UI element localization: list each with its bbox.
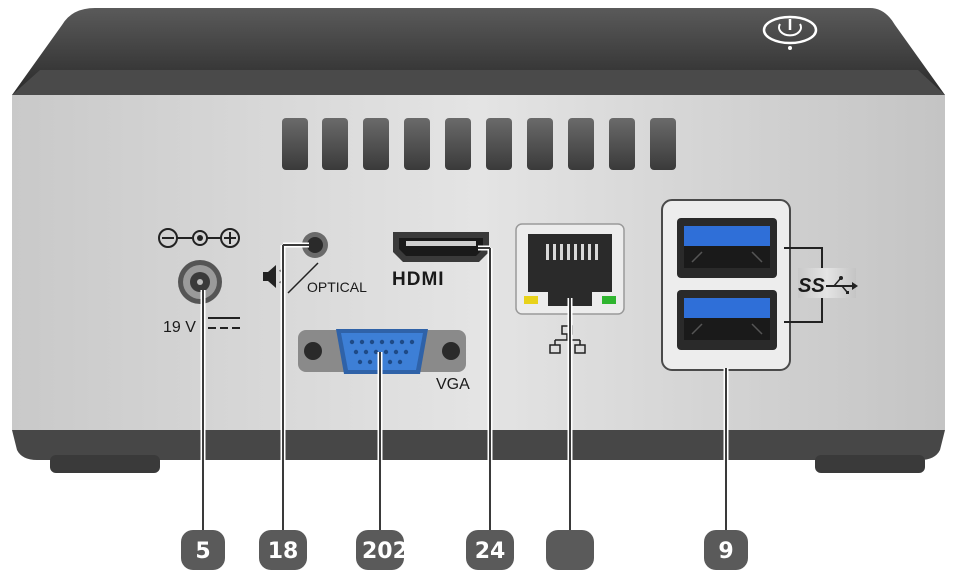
hdmi-label: HDMI <box>392 269 445 290</box>
dc-power-connector: 19 V <box>158 228 240 336</box>
power-voltage-label: 19 V <box>163 319 196 336</box>
callout-badge-audio: 18 <box>259 530 307 570</box>
callout-badge-hdmi: 24 <box>466 530 514 570</box>
callout-badge-power: 5 <box>181 530 225 570</box>
optical-label: OPTICAL <box>307 279 367 295</box>
case-base <box>12 430 945 473</box>
callout-badge-usb: 9 <box>704 530 748 570</box>
callout-badge-vga: 202 <box>356 530 408 570</box>
front-panel <box>12 95 945 430</box>
usb-superspeed-icon: SS <box>798 268 858 298</box>
ethernet-led-yellow <box>524 296 538 304</box>
callout-label-vga: 202 <box>362 539 408 564</box>
hdmi-port: HDMI <box>392 232 489 290</box>
vga-label: VGA <box>436 376 470 393</box>
dc-polarity-icon <box>158 228 240 248</box>
ethernet-led-green <box>602 296 616 304</box>
callout-leader-lines-dark <box>202 244 727 530</box>
usb-ss-logo-text: SS <box>798 275 825 297</box>
callout-label-usb: 9 <box>718 539 733 564</box>
power-icon <box>762 15 818 50</box>
callout-label-audio: 18 <box>268 539 299 564</box>
callout-badge-ethernet <box>546 530 594 570</box>
vga-port: VGA <box>298 329 470 393</box>
case-top <box>12 8 945 95</box>
usb-port-upper <box>677 218 777 278</box>
callout-label-hdmi: 24 <box>475 539 506 564</box>
ethernet-port <box>515 223 625 354</box>
usb-port-lower <box>677 290 777 350</box>
usb-ports: SS <box>661 199 858 371</box>
dc-symbol <box>208 317 240 329</box>
vent-slots <box>282 118 676 170</box>
callout-label-power: 5 <box>195 539 210 564</box>
